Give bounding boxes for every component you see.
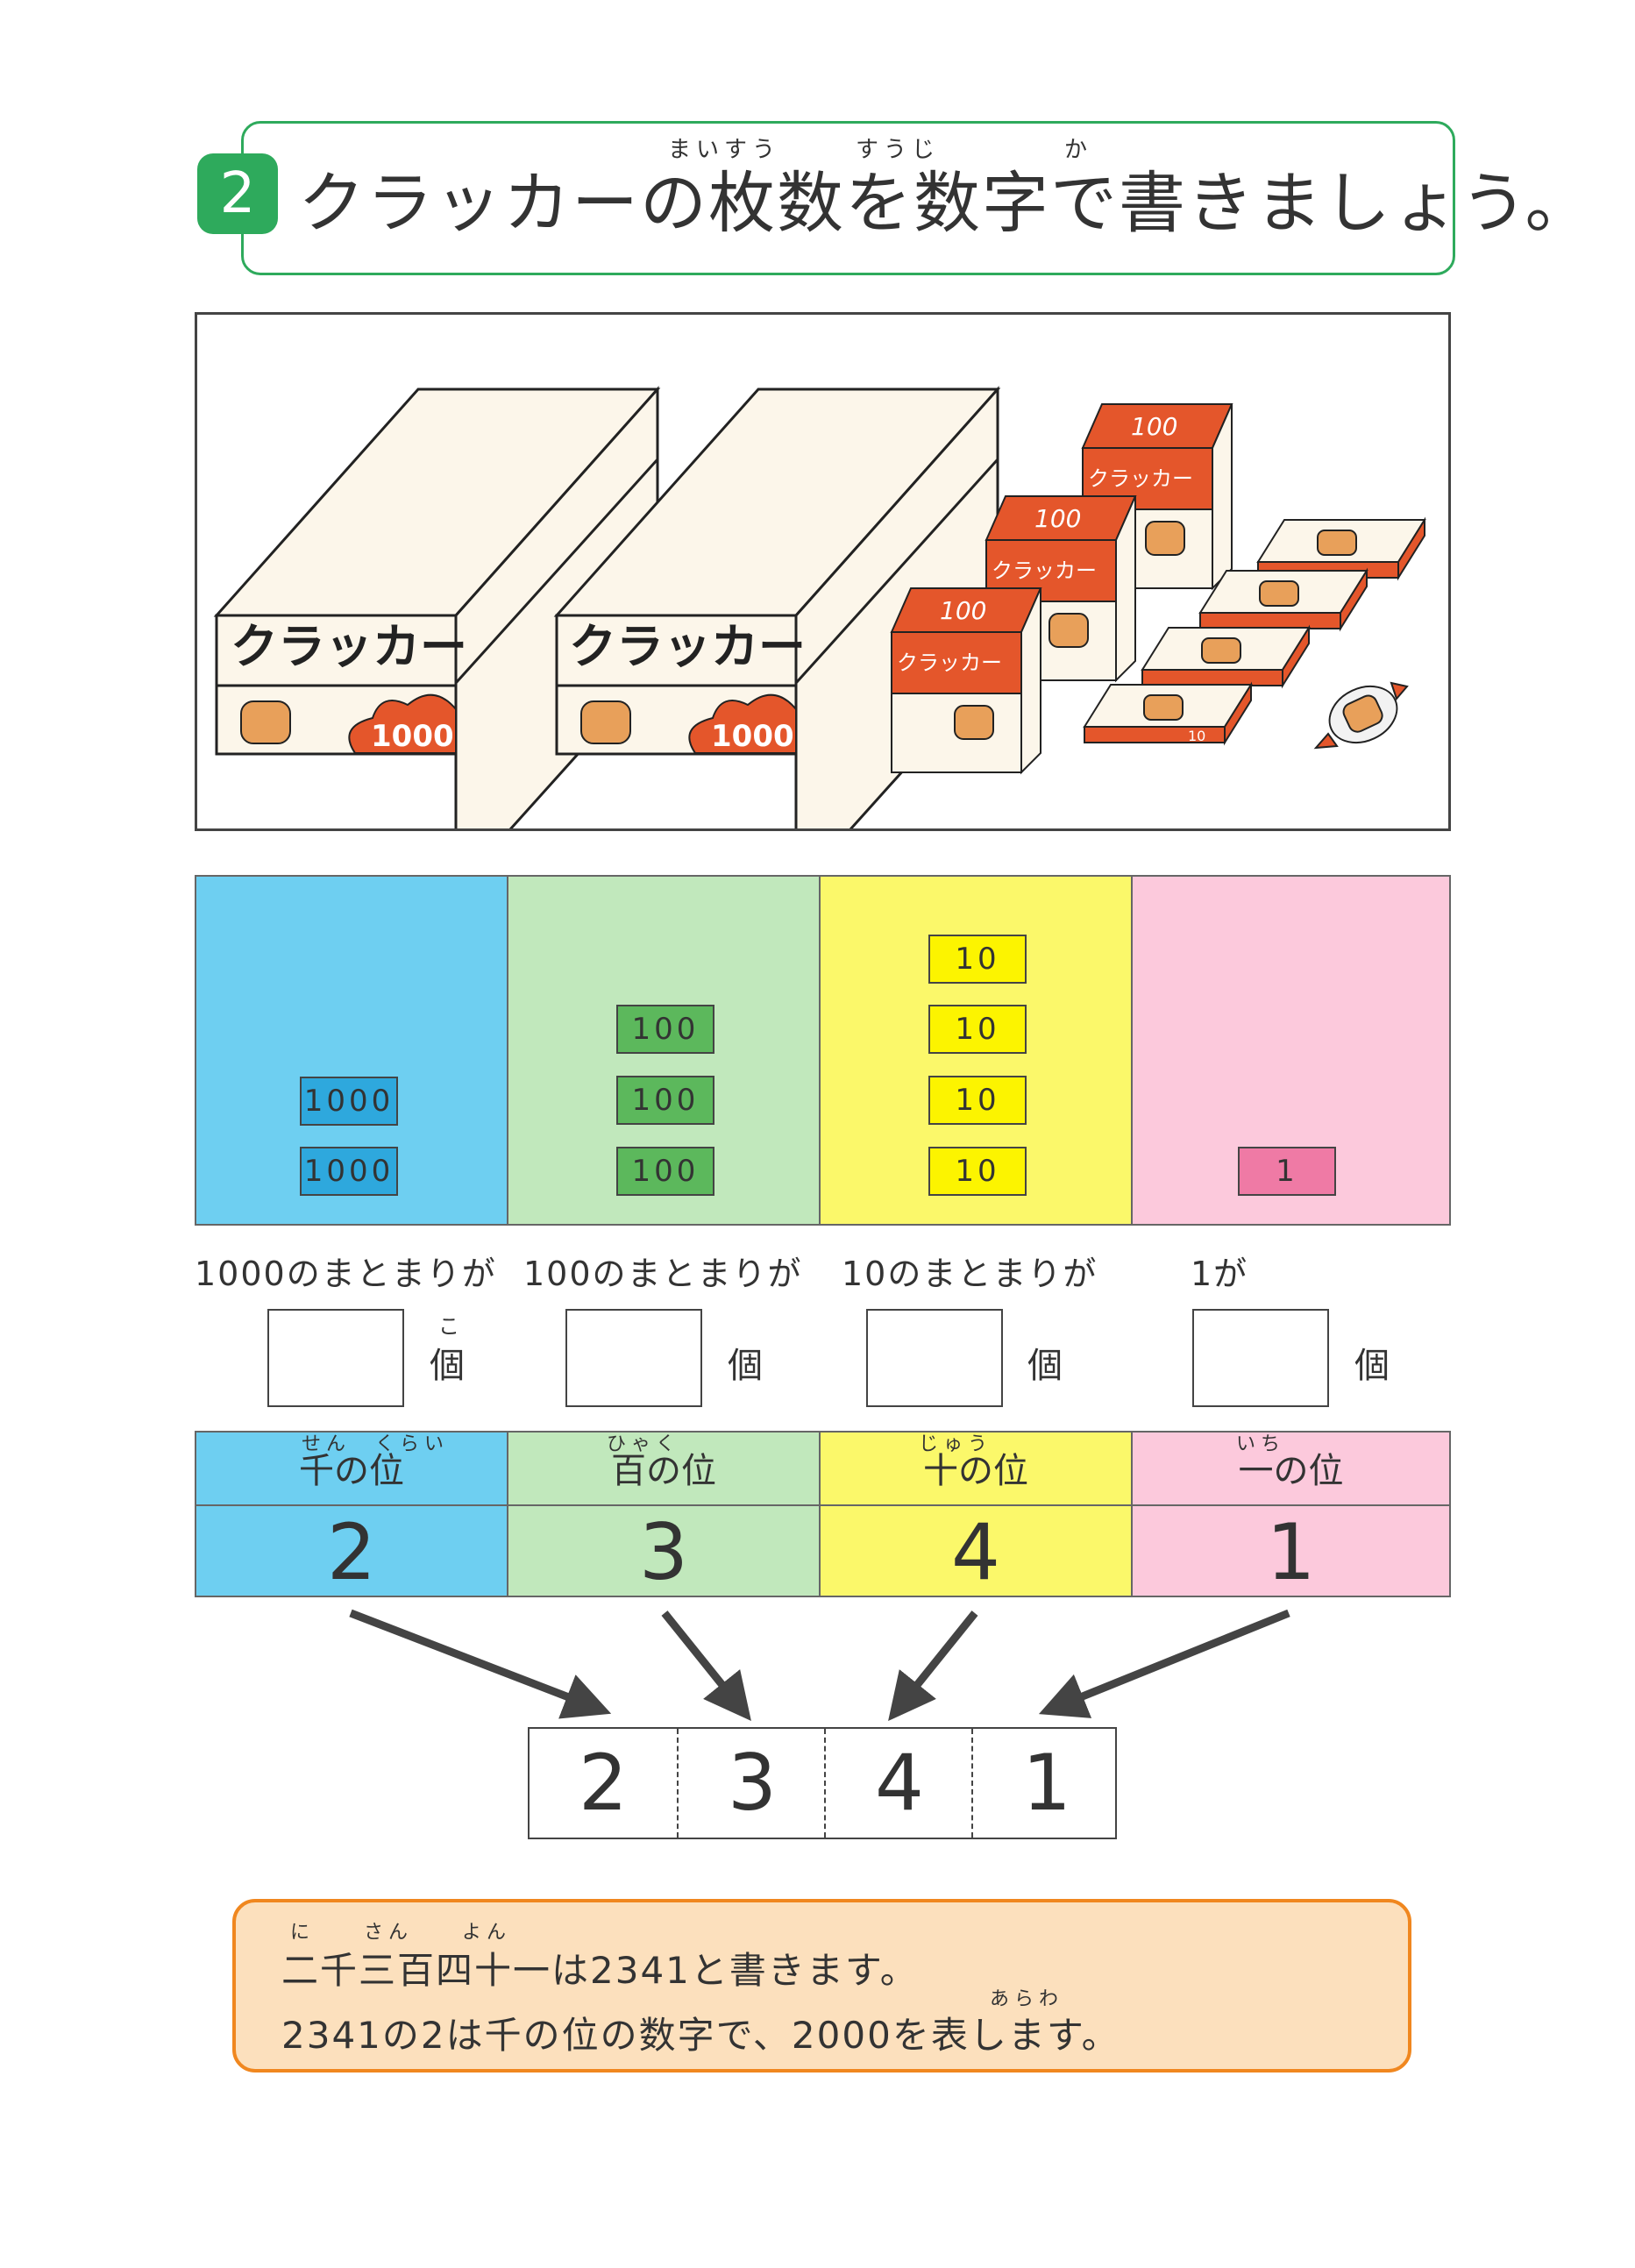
chip-10: 10 <box>928 935 1027 984</box>
chip-100: 100 <box>616 1147 714 1196</box>
place-header-ones: いち 一の位 <box>1131 1431 1451 1506</box>
tens-column: 10 10 10 10 <box>819 875 1133 1226</box>
chip-100: 100 <box>616 1076 714 1125</box>
title-ruby-maisuu: まいすう <box>668 137 781 163</box>
arrow-thousands <box>349 1609 612 1719</box>
ko-label: 個 <box>430 1346 465 1386</box>
ones-column: 1 <box>1131 875 1451 1226</box>
arrow-ones <box>1038 1609 1290 1718</box>
answer-box-tens[interactable] <box>866 1309 1003 1407</box>
place-header-tens: じゅう 十の位 <box>819 1431 1133 1506</box>
title-text: クラッカーの枚数を数字で書きましょう。 <box>298 164 1594 242</box>
answer-box-hundreds[interactable] <box>565 1309 702 1407</box>
mid-box-3-count: 100 <box>1131 412 1177 441</box>
mid-cracker-box-1: 100 クラッカー <box>890 587 1042 775</box>
ko-label: 個 <box>728 1346 763 1386</box>
place-name-thousands: 千の位 <box>299 1451 404 1491</box>
chip-10: 10 <box>928 1147 1027 1196</box>
mid-box-1-count: 100 <box>940 596 986 625</box>
title-box <box>241 121 1455 275</box>
title-ruby-ka: か <box>1064 137 1093 163</box>
mid-box-2-count: 100 <box>1034 504 1081 533</box>
chip-1000: 1000 <box>300 1147 398 1196</box>
result-digit-3: 4 <box>824 1729 973 1838</box>
mid-box-2-label: クラッカー <box>992 558 1097 583</box>
chip-1000: 1000 <box>300 1077 398 1126</box>
big-box-1-count: 1000 <box>371 719 454 754</box>
note-line-1: 二千三百四十一は2341と書きます。 <box>281 1949 919 1992</box>
caption-thousands: 1000のまとまりが <box>195 1255 497 1293</box>
mid-box-1-label: クラッカー <box>897 651 1002 675</box>
place-header-hundreds: ひゃく 百の位 <box>507 1431 821 1506</box>
title-ruby-suuji: すうじ <box>856 137 941 163</box>
mid-cracker-box-3: 100 クラッカー <box>1081 403 1233 591</box>
ruby-ichi: いち <box>1236 1433 1286 1455</box>
chip-10: 10 <box>928 1005 1027 1054</box>
small-cracker-boxes: 10 <box>1083 516 1426 746</box>
answer-box-ones[interactable] <box>1192 1309 1329 1407</box>
ruby-hyaku: ひゃく <box>607 1433 681 1455</box>
ko-label: 個 <box>1354 1346 1390 1386</box>
single-cracker <box>1313 681 1409 750</box>
result-number-box: 2 3 4 1 <box>528 1727 1117 1839</box>
mid-box-3-label: クラッカー <box>1088 466 1193 491</box>
ko-label: 個 <box>1027 1346 1063 1386</box>
arrow-tens <box>888 1610 978 1722</box>
answer-box-thousands[interactable] <box>267 1309 404 1407</box>
place-name-hundreds: 百の位 <box>611 1451 716 1491</box>
result-digit-2: 3 <box>677 1729 826 1838</box>
caption-ones: 1が <box>1191 1255 1249 1293</box>
chip-1: 1 <box>1238 1147 1336 1196</box>
digit-ones: 1 <box>1131 1504 1451 1597</box>
chip-10: 10 <box>928 1076 1027 1125</box>
digit-hundreds: 3 <box>507 1504 821 1597</box>
thousands-column: 1000 1000 <box>195 875 508 1226</box>
crackers-illustration: クラッカー 1000 クラッカー 1000 100 クラッカー <box>195 312 1451 893</box>
big-box-1-label: クラッカー <box>231 619 467 674</box>
caption-tens: 10のまとまりが <box>842 1255 1098 1293</box>
arrow-hundreds <box>661 1610 751 1722</box>
ruby-sen-kurai: せん くらい <box>302 1433 450 1455</box>
ruby-juu: じゅう <box>919 1433 993 1455</box>
digit-tens: 4 <box>819 1504 1133 1597</box>
result-digit-1: 2 <box>579 1738 628 1828</box>
big-box-2-count: 1000 <box>711 719 794 754</box>
explanation-note: に さん よん 二千三百四十一は2341と書きます。 あらわ 2341の2は千の… <box>232 1899 1411 2072</box>
result-digit-4: 1 <box>971 1729 1120 1838</box>
small-box-count: 10 <box>1188 728 1205 744</box>
place-name-ones: 一の位 <box>1238 1451 1344 1491</box>
crackers-illustration-svg: クラッカー 1000 クラッカー 1000 100 クラッカー <box>213 386 1426 893</box>
ko-ruby: こ <box>438 1314 465 1339</box>
note-line1-ruby: に さん よん <box>290 1922 512 1944</box>
question-number-badge: 2 <box>197 153 278 234</box>
chip-100: 100 <box>616 1005 714 1054</box>
digit-thousands: 2 <box>195 1504 508 1597</box>
hundreds-column: 100 100 100 <box>507 875 821 1226</box>
big-box-2-label: クラッカー <box>569 619 806 674</box>
note-line2-ruby: あらわ <box>990 1988 1064 2010</box>
caption-hundreds: 100のまとまりが <box>523 1255 803 1293</box>
note-line-2: 2341の2は千の位の数字で、2000を表します。 <box>281 2014 1120 2057</box>
place-name-tens: 十の位 <box>923 1451 1028 1491</box>
